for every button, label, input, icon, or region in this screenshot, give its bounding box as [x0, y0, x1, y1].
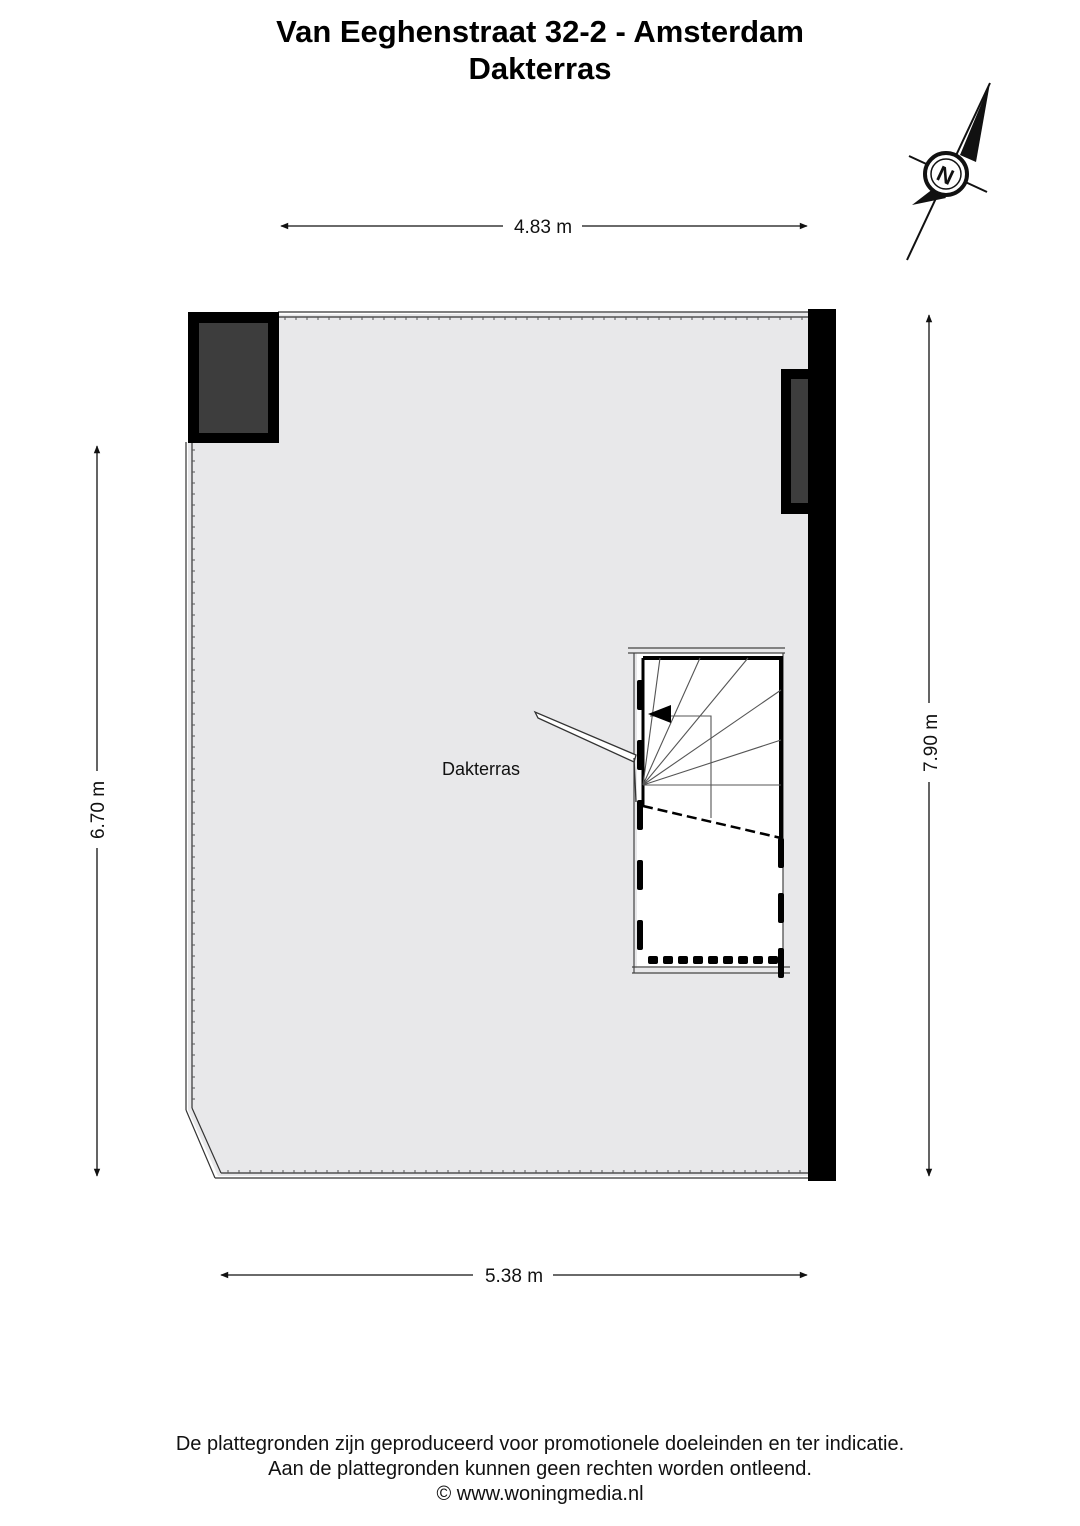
wall-vent-block — [781, 369, 811, 514]
baluster — [778, 838, 784, 868]
baluster — [738, 956, 748, 964]
dimension-left: 6.70 m — [88, 445, 109, 1177]
dimension-label-top: 4.83 m — [514, 217, 572, 238]
chimney-block — [188, 312, 279, 443]
right-wall — [808, 309, 836, 1181]
baluster — [768, 956, 778, 964]
baluster — [637, 680, 643, 710]
baluster — [753, 956, 763, 964]
dimension-label-bottom: 5.38 m — [485, 1266, 543, 1287]
baluster — [637, 800, 643, 830]
north-arrow-icon: N — [906, 82, 991, 261]
baluster — [648, 956, 658, 964]
baluster — [778, 893, 784, 923]
baluster — [693, 956, 703, 964]
baluster — [778, 948, 784, 978]
dimension-label-left: 6.70 m — [88, 781, 109, 839]
baluster — [637, 920, 643, 950]
copyright-link[interactable]: © www.woningmedia.nl — [436, 1483, 644, 1505]
parapet-edge — [185, 311, 808, 1179]
plan-title: Van Eeghenstraat 32-2 - Amsterdam — [276, 14, 804, 49]
dimension-label-right: 7.90 m — [921, 714, 942, 772]
baluster — [637, 740, 643, 770]
baluster — [663, 956, 673, 964]
baluster — [637, 860, 643, 890]
dimension-top: 4.83 m — [280, 217, 808, 238]
disclaimer-line-2: Aan de plattegronden kunnen geen rechten… — [268, 1458, 812, 1480]
baluster — [708, 956, 718, 964]
baluster — [723, 956, 733, 964]
parapet-ticks — [192, 317, 803, 1173]
baluster — [678, 956, 688, 964]
disclaimer-line-1: De plattegronden zijn geproduceerd voor … — [175, 1433, 905, 1455]
dimension-bottom: 5.38 m — [220, 1266, 808, 1287]
room-label-dakterras: Dakterras — [442, 759, 520, 779]
dimension-right: 7.90 m — [921, 314, 942, 1177]
stair-hatch — [628, 647, 790, 978]
hatch-lid — [533, 710, 637, 803]
plan-subtitle: Dakterras — [468, 51, 612, 86]
